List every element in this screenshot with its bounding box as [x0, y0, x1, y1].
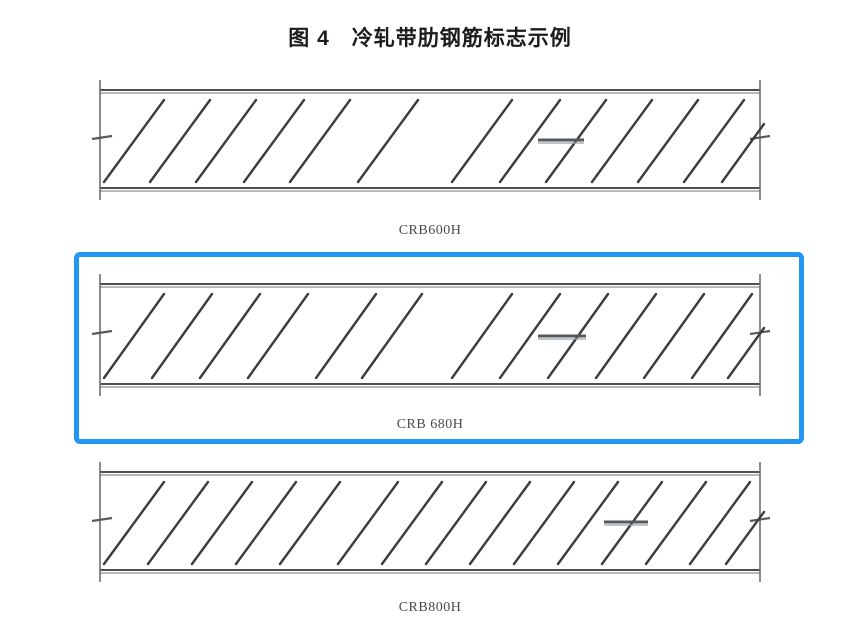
rebar-diagram-2-graphic — [91, 274, 771, 396]
rebar-diagram-1-graphic — [91, 80, 771, 200]
rebar-diagram-1: CRB600H — [0, 78, 860, 238]
rebar-diagram-1-label: CRB600H — [398, 223, 462, 238]
rebar-diagram-3: CRB800H — [0, 460, 860, 615]
h-marking-2 — [538, 334, 586, 340]
rebar-diagram-3-graphic — [91, 462, 771, 582]
h-marking-1 — [538, 138, 584, 144]
rebar-diagram-2: CRB 680H — [0, 272, 860, 432]
rebar-diagram-2-label: CRB 680H — [396, 417, 464, 432]
page-title: 图 4 冷轧带肋钢筋标志示例 — [288, 27, 572, 50]
h-marking-3 — [604, 520, 648, 526]
rebar-diagram-3-label: CRB800H — [398, 600, 462, 615]
